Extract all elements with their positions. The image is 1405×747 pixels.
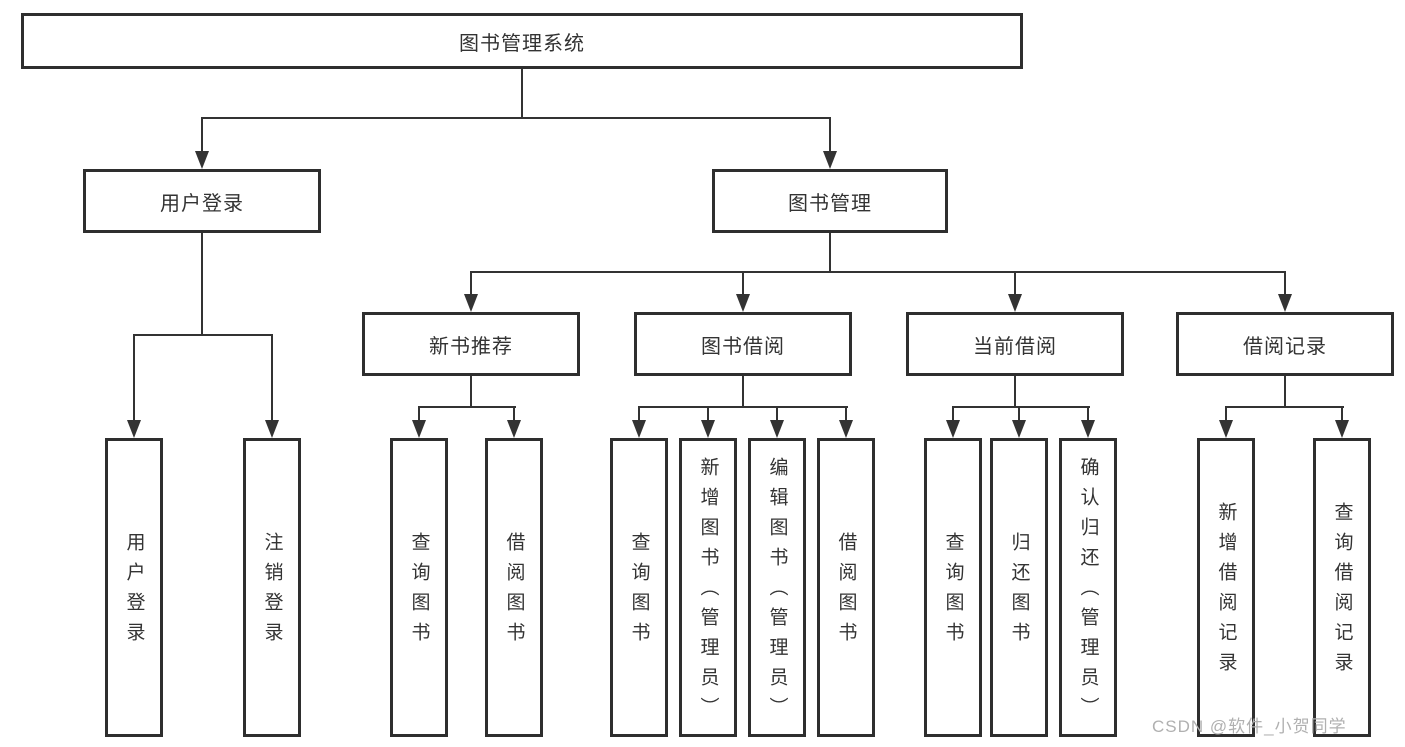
connector-line [133, 334, 135, 423]
leaf-logout-login: 注销登录 [243, 438, 301, 737]
arrow-down-icon [265, 420, 279, 438]
arrow-down-icon [1278, 294, 1292, 312]
connector-line [952, 406, 1090, 408]
node-borrowing-records: 借阅记录 [1176, 312, 1394, 376]
leaf-current-query-books: 查询图书 [924, 438, 982, 737]
connector-line [521, 68, 523, 119]
leaf-records-add-record: 新增借阅记录 [1197, 438, 1255, 737]
leaf-records-query-record: 查询借阅记录 [1313, 438, 1371, 737]
connector-line [513, 406, 515, 423]
connector-line [1284, 271, 1286, 297]
connector-line [470, 375, 472, 408]
arrow-down-icon [507, 420, 521, 438]
connector-line [201, 117, 831, 119]
connector-line [418, 406, 420, 423]
arrow-down-icon [1081, 420, 1095, 438]
connector-line [201, 232, 203, 336]
leaf-borrow-edit-books-admin: 编辑图书（管理员） [748, 438, 806, 737]
connector-line [271, 334, 273, 423]
connector-line [742, 375, 744, 408]
csdn-watermark: CSDN @软件_小贺同学 [1152, 717, 1347, 736]
arrow-down-icon [412, 420, 426, 438]
leaf-borrow-borrow-books: 借阅图书 [817, 438, 875, 737]
arrow-down-icon [1012, 420, 1026, 438]
arrow-down-icon [839, 420, 853, 438]
arrow-down-icon [632, 420, 646, 438]
connector-line [952, 406, 954, 423]
arrow-down-icon [701, 420, 715, 438]
arrow-down-icon [1219, 420, 1233, 438]
connector-line [638, 406, 640, 423]
connector-line [845, 406, 847, 423]
connector-line [470, 271, 472, 297]
node-book-borrowing: 图书借阅 [634, 312, 852, 376]
connector-line [1284, 375, 1286, 408]
connector-line [1087, 406, 1089, 423]
connector-line [829, 232, 831, 273]
arrow-down-icon [464, 294, 478, 312]
connector-line [1225, 406, 1227, 423]
leaf-user-login: 用户登录 [105, 438, 163, 737]
connector-line [707, 406, 709, 423]
arrow-down-icon [195, 151, 209, 169]
connector-line [470, 271, 1286, 273]
leaf-borrow-query-books: 查询图书 [610, 438, 668, 737]
connector-line [776, 406, 778, 423]
connector-line [201, 117, 203, 154]
arrow-down-icon [770, 420, 784, 438]
node-root-library-system: 图书管理系统 [21, 13, 1023, 69]
arrow-down-icon [1008, 294, 1022, 312]
leaf-current-return-books: 归还图书 [990, 438, 1048, 737]
connector-line [1225, 406, 1344, 408]
connector-line [638, 406, 848, 408]
connector-line [418, 406, 516, 408]
connector-line [1018, 406, 1020, 423]
leaf-current-confirm-return-admin: 确认归还（管理员） [1059, 438, 1117, 737]
node-new-book-recommend: 新书推荐 [362, 312, 580, 376]
connector-line [1341, 406, 1343, 423]
arrow-down-icon [127, 420, 141, 438]
node-current-borrowing: 当前借阅 [906, 312, 1124, 376]
node-book-management: 图书管理 [712, 169, 948, 233]
arrow-down-icon [823, 151, 837, 169]
node-user-login: 用户登录 [83, 169, 321, 233]
connector-line [1014, 375, 1016, 408]
leaf-newbook-query-books: 查询图书 [390, 438, 448, 737]
connector-line [133, 334, 273, 336]
connector-line [1014, 271, 1016, 297]
arrow-down-icon [946, 420, 960, 438]
leaf-borrow-add-books-admin: 新增图书（管理员） [679, 438, 737, 737]
arrow-down-icon [1335, 420, 1349, 438]
connector-line [829, 117, 831, 154]
connector-line [742, 271, 744, 297]
leaf-newbook-borrow-books: 借阅图书 [485, 438, 543, 737]
arrow-down-icon [736, 294, 750, 312]
